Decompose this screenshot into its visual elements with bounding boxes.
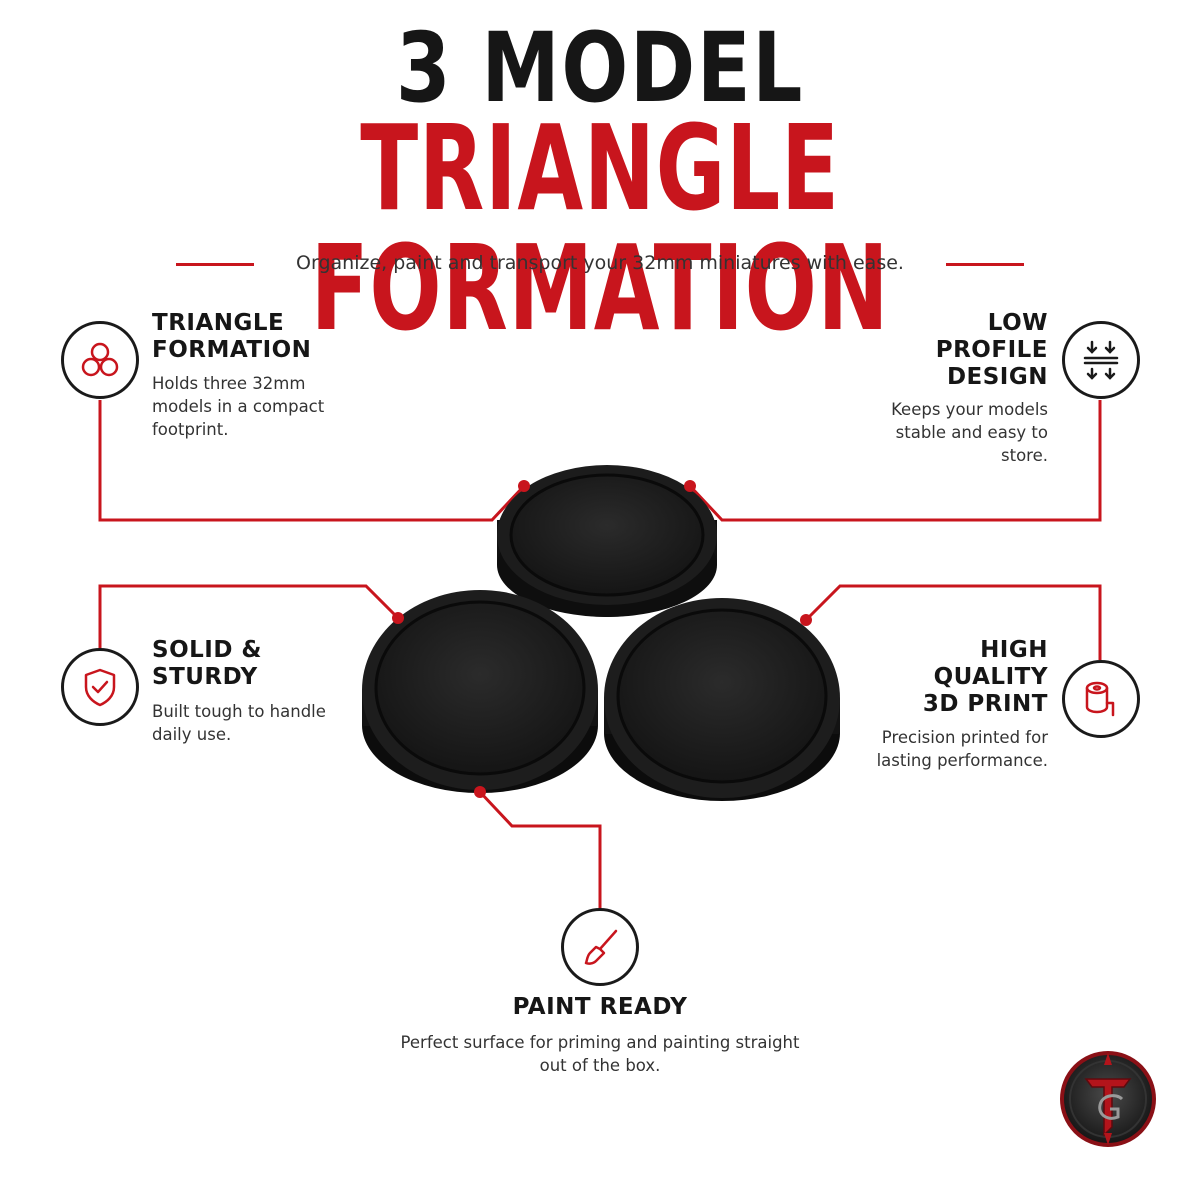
dot-low-profile: [684, 480, 696, 492]
base-back: [497, 465, 717, 617]
paint-ready-icon-badge: [561, 908, 639, 986]
triangle-formation-heading: TRIANGLE FORMATION: [152, 310, 311, 364]
low-profile-body-line-2: stable and easy to: [895, 423, 1048, 442]
triangle-body-line-2: models in a compact: [152, 397, 325, 416]
paint-ready-heading: PAINT READY: [512, 994, 688, 1020]
high-quality-icon-badge: [1062, 660, 1140, 738]
triangle-heading-line-1: TRIANGLE: [152, 310, 285, 336]
triangle-heading-line-2: FORMATION: [152, 337, 312, 363]
dot-triangle: [518, 480, 530, 492]
quality-body-line-1: Precision printed for: [881, 728, 1048, 747]
triangle-body-line-3: footprint.: [152, 420, 229, 439]
triangle-formation-description: Holds three 32mm models in a compact foo…: [152, 372, 324, 441]
high-quality-description: Precision printed for lasting performanc…: [828, 726, 1048, 772]
low-profile-heading: LOW PROFILE DESIGN: [848, 310, 1048, 391]
subtitle: Organize, paint and transport your 32mm …: [296, 252, 904, 274]
low-profile-heading-line-3: DESIGN: [946, 364, 1048, 390]
low-profile-icon-badge: [1062, 321, 1140, 399]
dot-solid: [392, 612, 404, 624]
filament-spool-icon: [1085, 681, 1115, 717]
low-profile-description: Keeps your models stable and easy to sto…: [828, 398, 1048, 467]
low-profile-heading-line-1: LOW: [987, 310, 1048, 336]
base-right: [604, 598, 840, 801]
brand-monogram-logo-icon: [1060, 1051, 1156, 1147]
connector-triangle: [98, 400, 526, 522]
quality-heading-line-3: 3D PRINT: [922, 691, 1048, 717]
quality-body-line-2: lasting performance.: [876, 751, 1048, 770]
title-line-2: TRIANGLE FORMATION: [310, 99, 890, 357]
paint-body-line-2: out of the box.: [539, 1056, 661, 1075]
dot-quality: [800, 614, 812, 626]
base-left: [362, 590, 598, 793]
quality-heading-line-1: HIGH: [980, 637, 1048, 663]
subtitle-rule-right: [946, 263, 1024, 266]
solid-sturdy-icon-badge: [61, 648, 139, 726]
paint-ready-description: Perfect surface for priming and painting…: [350, 1031, 850, 1077]
connector-quality: [804, 584, 1102, 660]
connector-paint: [478, 790, 602, 910]
solid-sturdy-heading: SOLID & STURDY: [152, 637, 262, 691]
subtitle-rule-left: [176, 263, 254, 266]
triangle-body-line-1: Holds three 32mm: [152, 374, 306, 393]
low-profile-heading-line-2: PROFILE: [935, 337, 1048, 363]
paint-body-line-1: Perfect surface for priming and painting…: [400, 1033, 800, 1052]
low-profile-arrows-icon: [1083, 340, 1119, 380]
shield-check-icon: [84, 668, 116, 707]
solid-sturdy-description: Built tough to handle daily use.: [152, 700, 326, 746]
paintbrush-icon: [584, 929, 618, 965]
connector-solid: [98, 584, 400, 658]
connector-low-profile: [688, 400, 1102, 522]
solid-body-line-1: Built tough to handle: [152, 702, 326, 721]
three-circles-icon: [81, 342, 119, 377]
high-quality-heading: HIGH QUALITY 3D PRINT: [848, 637, 1048, 718]
dot-paint: [474, 786, 486, 798]
low-profile-body-line-3: store.: [1001, 446, 1048, 465]
solid-heading-line-1: SOLID &: [152, 637, 262, 663]
solid-body-line-2: daily use.: [152, 725, 232, 744]
low-profile-body-line-1: Keeps your models: [891, 400, 1048, 419]
title-line-1: 3 MODEL: [395, 12, 805, 124]
triangle-formation-icon-badge: [61, 321, 139, 399]
quality-heading-line-2: QUALITY: [933, 664, 1048, 690]
solid-heading-line-2: STURDY: [152, 664, 258, 690]
